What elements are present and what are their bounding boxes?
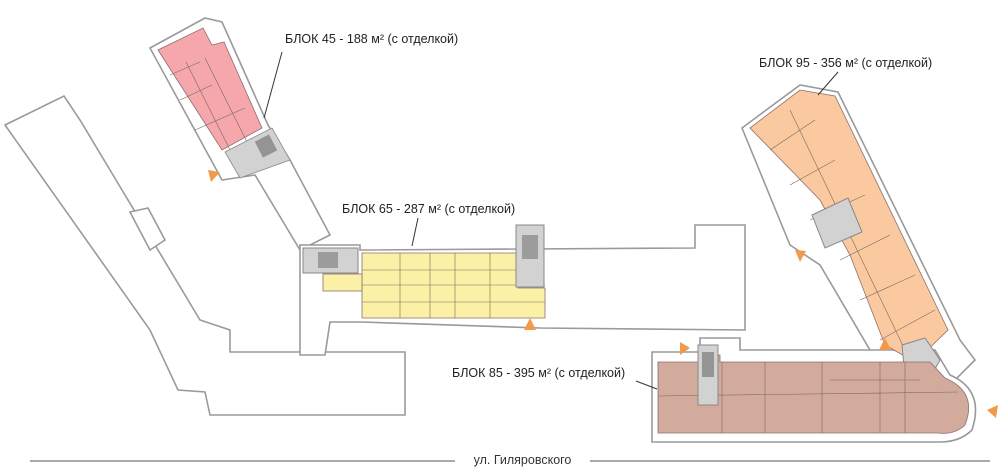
block-85-partitions: [657, 362, 959, 433]
block-85-label: БЛОК 85 - 395 м² (с отделкой): [452, 366, 626, 380]
entrance-arrows: [208, 170, 998, 418]
entrance-arrow-icon: [879, 338, 891, 350]
entrance-arrow-icon: [524, 318, 536, 330]
block-45-label: БЛОК 45 - 188 м² (с отделкой): [285, 32, 459, 46]
block-45-stairs: [224, 127, 291, 179]
entrance-arrow-icon: [795, 250, 806, 262]
block-95-stairs: [811, 197, 863, 249]
left-wing-outline: [3, 94, 406, 416]
block-65-label: БЛОК 65 - 287 м² (с отделкой): [342, 202, 516, 216]
block-65-annex[interactable]: [322, 273, 363, 292]
entrance-arrow-icon: [680, 342, 690, 355]
block-65-partitions: [362, 253, 545, 318]
leader-lines: [263, 51, 839, 390]
left-wing-cross: [128, 207, 167, 252]
entrance-arrow-icon: [987, 405, 998, 418]
block-95-label: БЛОК 95 - 356 м² (с отделкой): [759, 56, 933, 70]
entrance-arrow-icon: [208, 170, 220, 182]
block-45-partitions: [169, 57, 251, 151]
street-label: ул. Гиляровского: [455, 453, 590, 467]
